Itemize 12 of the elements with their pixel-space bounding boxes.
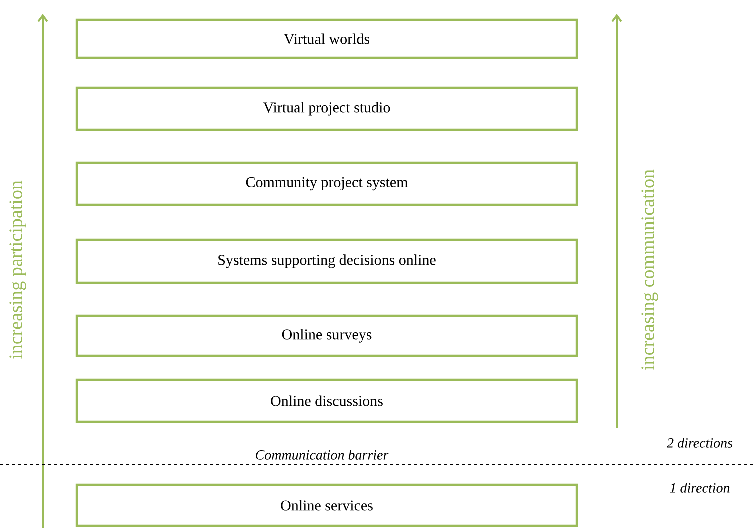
axis-label: increasing participation [10, 180, 26, 360]
process-box: Systems supporting decisions online [76, 238, 578, 284]
barrier-label: Communication barrier [256, 450, 389, 460]
process-box: Virtual worlds [76, 18, 578, 60]
process-box: Online surveys [76, 314, 578, 358]
process-box: Community project system [76, 162, 578, 206]
process-box: Virtual project studio [76, 86, 578, 132]
direction-label: 2 directions [667, 438, 733, 448]
axis-label: increasing communication [642, 170, 658, 370]
process-box: Online discussions [76, 378, 578, 424]
process-box: Online services [76, 484, 578, 528]
direction-label: 1 direction [670, 483, 730, 493]
